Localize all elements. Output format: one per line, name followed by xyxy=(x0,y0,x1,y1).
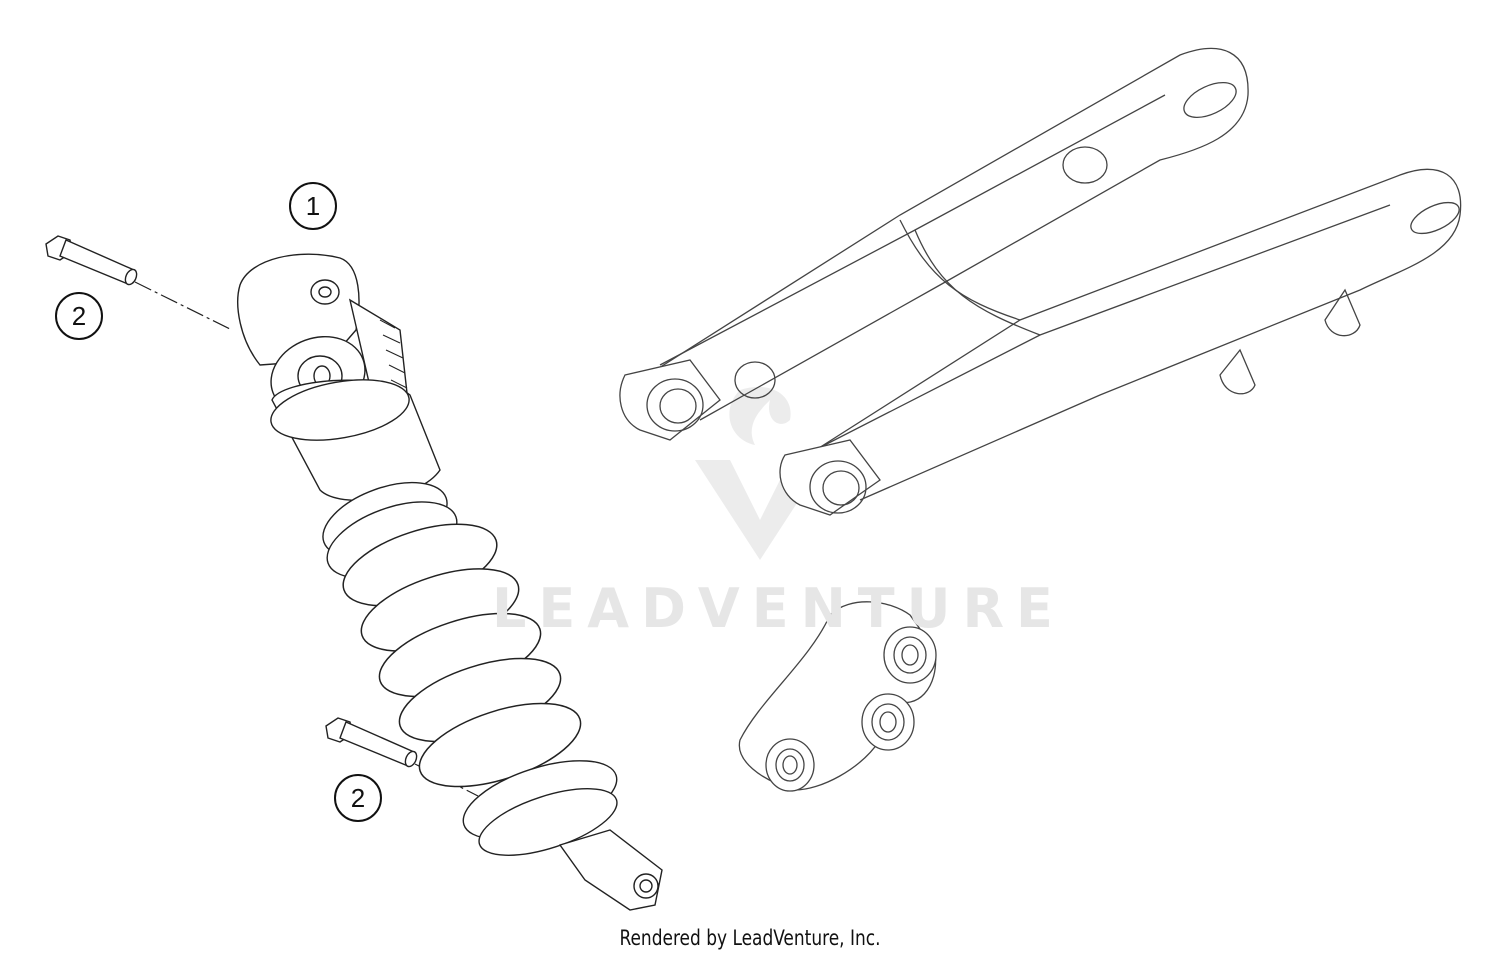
callout-1[interactable]: 1 xyxy=(289,182,337,230)
callout-2-upper-label: 2 xyxy=(71,300,87,331)
callout-2-lower-label: 2 xyxy=(350,782,366,813)
callout-2-lower[interactable]: 2 xyxy=(334,774,382,822)
swingarm[interactable] xyxy=(619,47,1464,516)
linkage-lever[interactable] xyxy=(738,601,937,792)
upper-mounting-bolt[interactable] xyxy=(45,235,233,331)
callout-2-upper[interactable]: 2 xyxy=(55,292,103,340)
footer-credit: Rendered by LeadVenture, Inc. xyxy=(619,926,881,950)
shock-absorber[interactable] xyxy=(237,253,663,911)
callout-1-label: 1 xyxy=(305,190,321,221)
